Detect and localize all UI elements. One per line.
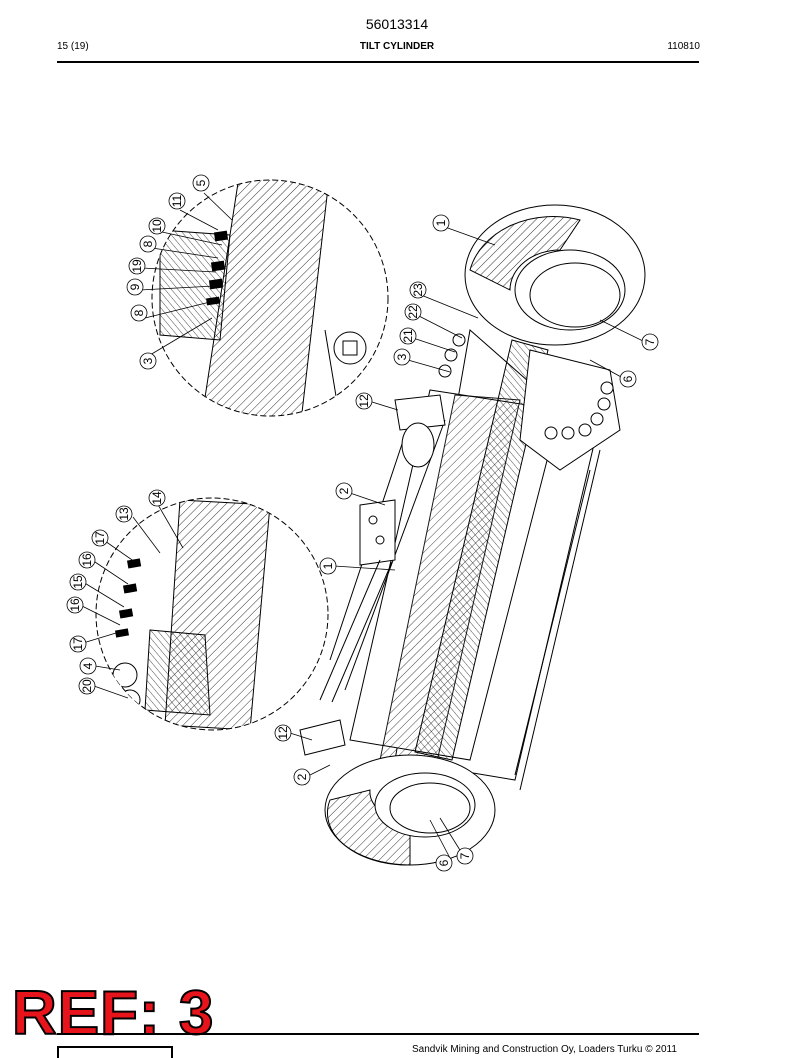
detail-view-left [95,497,329,731]
callout-1-main: 1 [321,562,335,569]
page-title: TILT CYLINDER [359,41,435,52]
callout-23: 23 [411,283,425,297]
callout-9: 9 [128,283,142,290]
detail-view-top [151,179,389,417]
callout-7: 7 [643,338,657,345]
header-divider [57,61,699,63]
callout-15: 15 [71,575,85,589]
ref-stamp: REF: 3 [11,979,215,1048]
callout-4: 4 [81,662,95,669]
callout-17: 17 [93,531,107,545]
callout-3: 3 [141,357,155,364]
callout-2: 2 [337,487,351,494]
callout-8-lower: 8 [132,309,146,316]
callout-13: 13 [117,507,131,521]
callout-5: 5 [194,179,208,186]
callout-bubbles: 5 11 10 8 19 9 8 3 12 3 21 22 23 1 7 6 1… [66,174,659,872]
callout-12: 12 [357,394,371,408]
callout-1: 1 [434,219,448,226]
callout-2-lower: 2 [295,773,309,780]
footer-copyright: Sandvik Mining and Construction Oy, Load… [412,1044,677,1055]
callout-3-main: 3 [395,353,409,360]
callout-10: 10 [150,219,164,233]
callout-14: 14 [150,491,164,505]
leader-lines [79,192,646,861]
callout-12-lower: 12 [276,726,290,740]
cylinder-assembly [299,204,646,866]
date-code: 110810 [667,41,700,52]
callout-6: 6 [621,375,635,382]
callout-16: 16 [80,553,94,567]
callout-17-lower: 17 [71,637,85,651]
callout-11: 11 [170,194,184,207]
callout-20: 20 [80,679,94,693]
document-number: 56013314 [365,16,429,32]
company-logo-box [57,1046,173,1058]
callout-7-lower: 7 [458,852,472,859]
callout-19: 19 [130,259,144,273]
callout-8: 8 [141,240,155,247]
callout-6-lower: 6 [437,859,451,866]
page-indicator: 15 (19) [57,41,89,52]
callout-21: 21 [401,329,415,343]
footer-divider [57,1033,699,1035]
callout-16-lower: 16 [68,598,82,612]
callout-22: 22 [406,305,420,319]
